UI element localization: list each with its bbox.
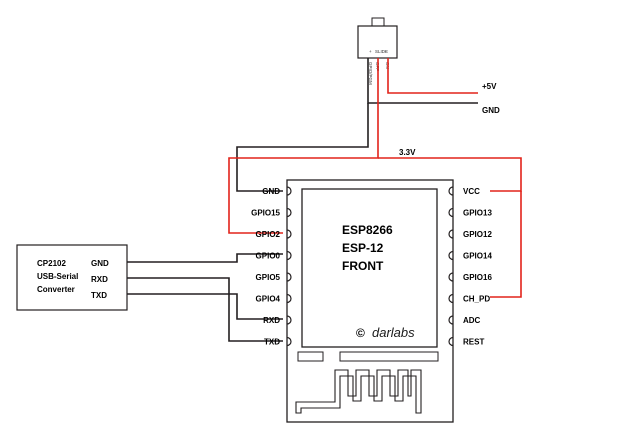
- copyright-mark: ©: [356, 326, 365, 340]
- pin-label-gpio0: GPIO0: [256, 252, 281, 261]
- pin-pad-left-gpio15: [286, 207, 292, 218]
- pin-pad-right-gpio13: [448, 207, 454, 218]
- pin-pad-left-gnd: [286, 186, 292, 196]
- pin-pad-left-txd: [286, 336, 292, 347]
- pin-pad-right-gpio16: [448, 272, 454, 282]
- pin-label-ch-pd: CH_PD: [463, 295, 490, 304]
- converter-pin-gnd: GND: [91, 259, 109, 268]
- pin-label-vcc: VCC: [463, 187, 480, 196]
- wire-plus5v: [387, 58, 478, 94]
- switch-pin-mark-2: SLIDE: [375, 49, 388, 54]
- esp-module: ESP8266 ESP-12 FRONT © darlabs GND GPIO15…: [251, 179, 492, 423]
- pin-label-gpio16: GPIO16: [463, 273, 492, 282]
- wire-gnd-module: [236, 103, 369, 192]
- pin-pad-left-gpio5: [286, 272, 292, 282]
- wire-ch-pd: [490, 191, 522, 298]
- converter-pin-rxd: RXD: [91, 275, 108, 284]
- converter-name-3: Converter: [37, 285, 75, 294]
- switch-label-gpio: GPIO/PGM: [368, 62, 373, 85]
- wire-txd-rxd: [127, 293, 283, 320]
- module-title-1: ESP8266: [342, 223, 393, 237]
- pin-label-txd: TXD: [264, 338, 280, 347]
- converter-name-1: CP2102: [37, 259, 66, 268]
- pin-pad-left-gpio0: [286, 250, 292, 261]
- pin-label-gpio14: GPIO14: [463, 252, 492, 261]
- switch-knob: [371, 17, 385, 27]
- module-chip-long: [339, 351, 439, 362]
- module-shield: [301, 188, 438, 348]
- antenna-trace: [295, 369, 422, 414]
- wire-gnd-supply: [367, 58, 478, 104]
- pin-label-gpio15: GPIO15: [251, 209, 280, 218]
- label-gnd: GND: [482, 106, 500, 115]
- wire-gpio2: [228, 58, 379, 234]
- wires: [127, 58, 522, 342]
- pin-label-gpio2: GPIO2: [256, 230, 281, 239]
- module-chip-small: [297, 351, 324, 362]
- brand-logo: darlabs: [372, 325, 415, 340]
- module-title-2: ESP-12: [342, 241, 384, 255]
- pin-pad-right-ch-pd: [448, 293, 454, 304]
- pin-label-gpio13: GPIO13: [463, 209, 492, 218]
- pin-label-rxd: RXD: [263, 316, 280, 325]
- module-title-3: FRONT: [342, 259, 384, 273]
- pin-label-gpio4: GPIO4: [256, 295, 281, 304]
- converter-name-2: USB-Serial: [37, 272, 78, 281]
- wire-vcc: [378, 157, 522, 192]
- pin-label-adc: ADC: [463, 316, 481, 325]
- pin-pad-right-gpio14: [448, 250, 454, 261]
- label-plus5v: +5V: [482, 82, 497, 91]
- pin-pad-right-vcc: [448, 186, 454, 196]
- pin-label-gnd: GND: [262, 187, 280, 196]
- pin-label-rest: REST: [463, 338, 484, 347]
- converter-pin-txd: TXD: [91, 291, 107, 300]
- pin-pad-right-gpio12: [448, 229, 454, 239]
- pin-label-gpio12: GPIO12: [463, 230, 492, 239]
- pin-pad-right-rest: [448, 336, 454, 347]
- usb-serial-converter: CP2102 USB-Serial Converter GND RXD TXD: [16, 244, 128, 311]
- pin-pad-right-adc: [448, 315, 454, 325]
- wire-gnd-gpio0: [127, 253, 283, 263]
- pin-pad-left-rxd: [286, 315, 292, 325]
- pin-label-gpio5: GPIO5: [256, 273, 281, 282]
- switch-pin-mark-1: +: [369, 49, 372, 54]
- wire-rxd-txd: [127, 277, 283, 342]
- label-3v3: 3.3V: [399, 148, 416, 157]
- pin-pad-left-gpio4: [286, 293, 292, 304]
- switch-pin-mark-3: -: [385, 49, 387, 54]
- converter-box: [16, 244, 128, 311]
- pin-pad-left-gpio2: [286, 229, 292, 239]
